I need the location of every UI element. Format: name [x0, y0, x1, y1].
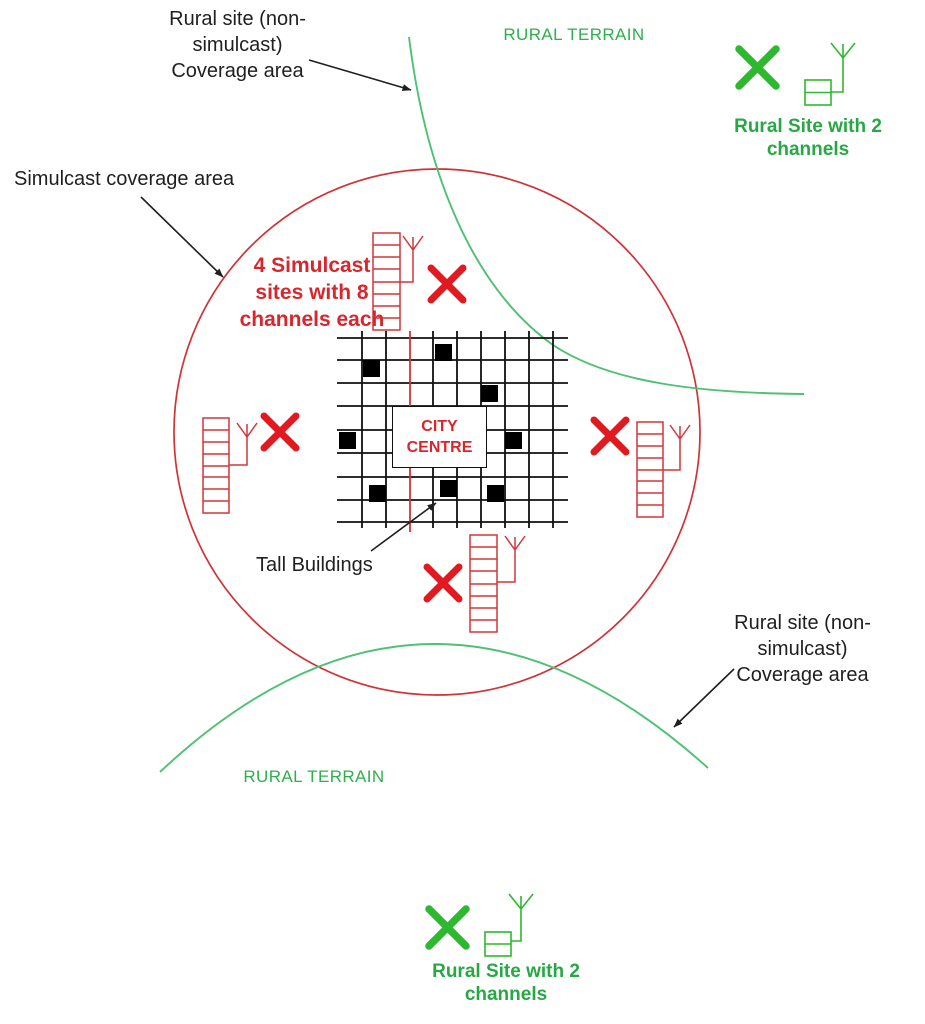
- label-rural-site-coverage-bottom: Rural site (non- simulcast) Coverage are…: [734, 612, 871, 686]
- channel-rungs: [203, 429, 229, 502]
- label-simulcast-coverage: Simulcast coverage area: [14, 168, 235, 190]
- tall-building-square: [369, 485, 386, 502]
- simulcast-site-icon-top: [372, 232, 424, 331]
- label-rural-site-coverage-top: Rural site (non- simulcast) Coverage are…: [169, 8, 306, 82]
- antenna-mast-icon: [508, 893, 534, 942]
- tall-building-square: [339, 432, 356, 449]
- simulcast-site-icon-right: [636, 421, 691, 518]
- x-mark-icon: [735, 45, 780, 90]
- antenna-mast-icon: [497, 535, 526, 583]
- x-mark-icon: [423, 563, 463, 603]
- rural-coverage-arc-bottom: [159, 643, 709, 773]
- arrow-rural-coverage-bottom: [673, 668, 735, 728]
- channel-rungs: [637, 433, 663, 506]
- label-rural-terrain-top: RURAL TERRAIN: [503, 25, 645, 44]
- simulcast-site-icon-bottom: [469, 534, 526, 633]
- channel-rungs: [470, 546, 497, 621]
- tall-building-square: [440, 480, 457, 497]
- tall-building-square: [487, 485, 504, 502]
- x-mark-icon: [260, 412, 300, 452]
- simulcast-site-icon-left: [202, 417, 258, 514]
- antenna-mast-icon: [400, 235, 424, 283]
- antenna-mast-icon: [229, 422, 258, 466]
- arrow-tall-buildings: [370, 502, 437, 552]
- label-rural-site-2ch-bottom: Rural Site with 2 channels: [432, 961, 580, 1005]
- no-coverage-x-marks-red: [260, 264, 630, 603]
- x-mark-icon: [590, 416, 630, 456]
- city-centre-box: CITY CENTRE: [392, 406, 487, 468]
- label-simulcast-sites: 4 Simulcast sites with 8 channels each: [239, 254, 385, 331]
- label-tall-buildings: Tall Buildings: [256, 554, 373, 576]
- annotation-arrows: [140, 59, 735, 728]
- rural-site-icon-top-right: [804, 42, 856, 106]
- rural-coverage-arc-top: [408, 36, 805, 395]
- antenna-mast-icon: [830, 42, 856, 93]
- antenna-mast-icon: [663, 424, 691, 471]
- x-mark-icon: [425, 905, 470, 950]
- channel-rungs: [373, 244, 400, 319]
- tall-buildings-group: [339, 344, 522, 502]
- label-rural-terrain-bottom: RURAL TERRAIN: [243, 767, 385, 786]
- tall-building-square: [435, 344, 452, 361]
- tall-building-square: [481, 385, 498, 402]
- label-rural-site-2ch-top-right: Rural Site with 2 channels: [734, 116, 882, 160]
- tall-building-square: [363, 360, 380, 377]
- x-mark-icon: [427, 264, 467, 304]
- no-coverage-x-marks-green: [425, 45, 780, 950]
- tall-building-square: [505, 432, 522, 449]
- arrow-rural-coverage-top: [308, 59, 412, 91]
- rural-site-icon-bottom: [484, 893, 534, 957]
- arrow-simulcast-coverage: [140, 196, 224, 278]
